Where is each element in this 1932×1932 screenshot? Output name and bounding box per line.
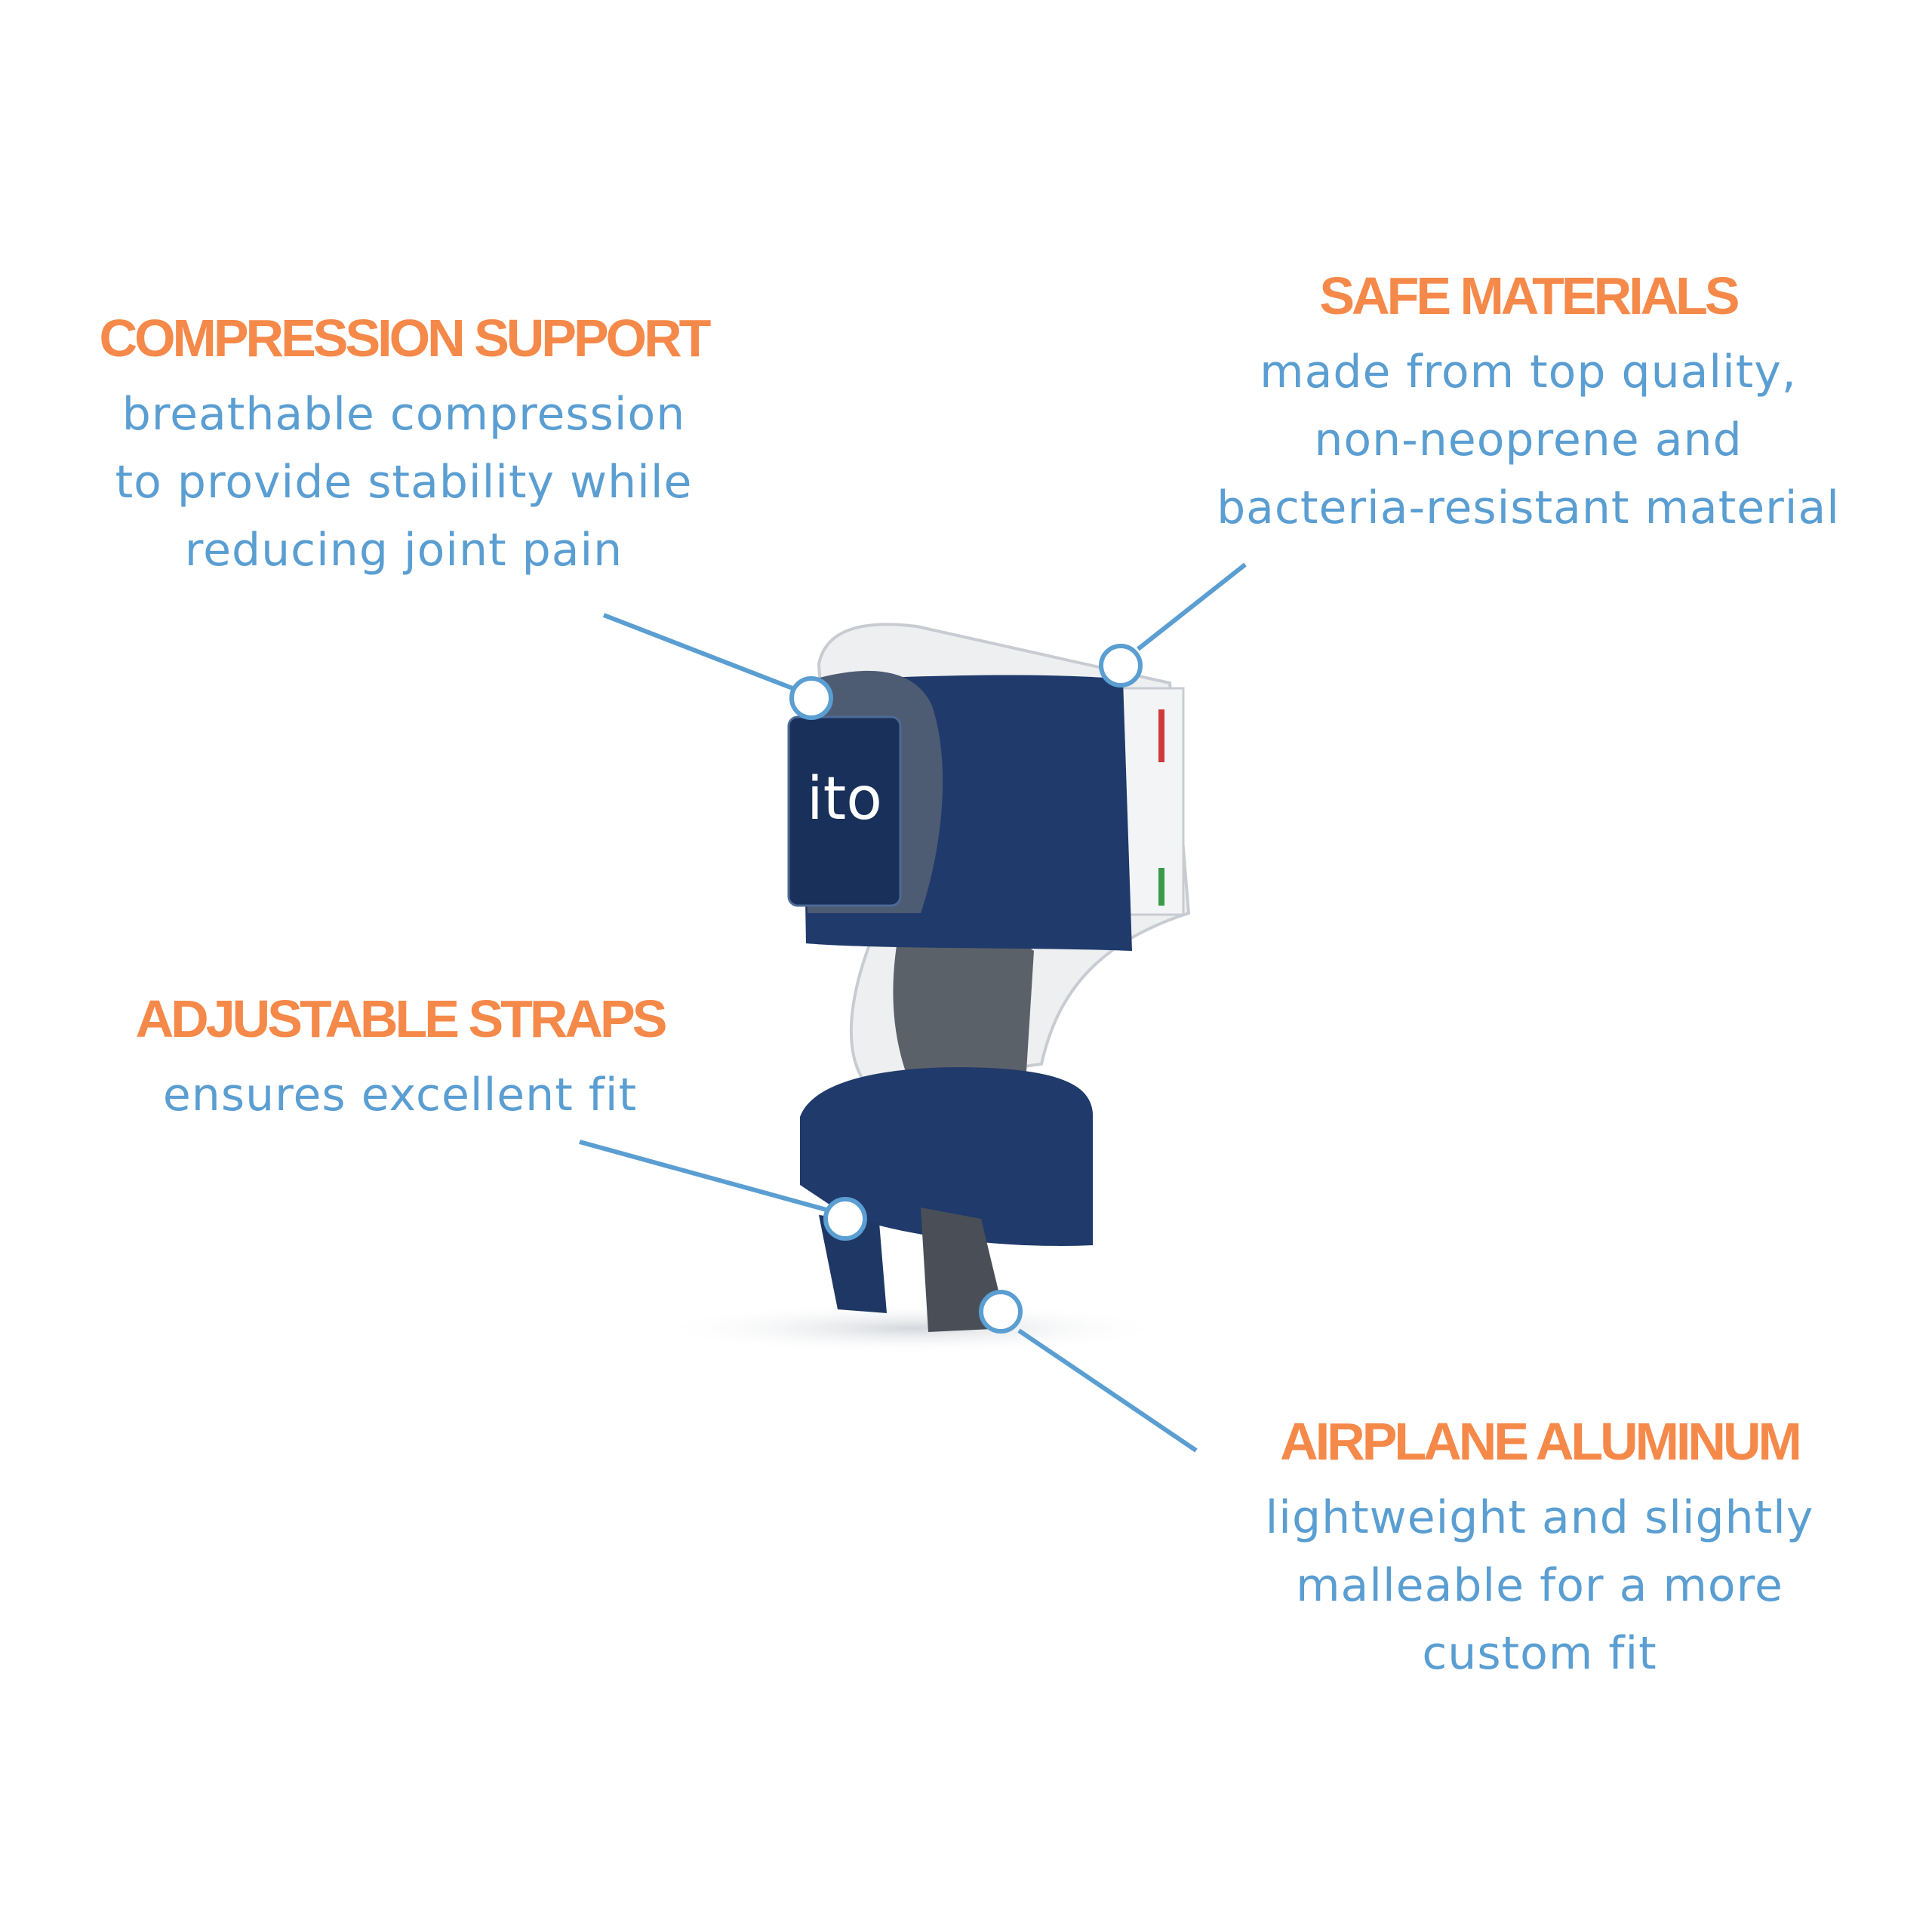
description-line: to provide stability while (115, 456, 693, 509)
lower-strap (800, 1067, 1093, 1246)
callout-title: SAFE MATERIALS (1319, 266, 1740, 325)
finger-splint-image: ito (787, 623, 1191, 1332)
pointer-line-compression (602, 613, 800, 693)
pointer-line-straps (579, 1140, 827, 1212)
description-line: breathable compression (122, 388, 686, 441)
callout-description: lightweight and slightly malleable for a… (1223, 1484, 1857, 1687)
pointer-line-aluminum (1017, 1328, 1198, 1453)
pointer-dot-compression (789, 676, 833, 720)
callout-description: breathable compression to provide stabil… (57, 380, 751, 584)
description-line: reducing joint pain (184, 524, 623, 577)
flag-stripe-bottom (1158, 868, 1164, 906)
callout-description: ensures excellent fit (106, 1061, 694, 1129)
description-line: lightweight and slightly (1265, 1491, 1814, 1544)
callout-compression-support: COMPRESSION SUPPORT breathable compressi… (57, 308, 751, 584)
callout-title: ADJUSTABLE STRAPS (135, 989, 668, 1048)
callout-description: made from top quality, non-neoprene and … (1166, 338, 1890, 542)
callout-airplane-aluminum: AIRPLANE ALUMINUM lightweight and slight… (1223, 1411, 1857, 1687)
description-line: made from top quality, (1260, 346, 1797, 398)
pointer-line-safe (1137, 562, 1247, 651)
description-line: non-neoprene and (1314, 414, 1743, 466)
pointer-dot-safe (1099, 644, 1143, 688)
callout-title: COMPRESSION SUPPORT (99, 309, 712, 368)
product-shadow (657, 1303, 1170, 1354)
callout-adjustable-straps: ADJUSTABLE STRAPS ensures excellent fit (106, 989, 694, 1129)
callout-safe-materials: SAFE MATERIALS made from top quality, no… (1166, 266, 1890, 542)
pointer-dot-straps (823, 1197, 867, 1241)
logo-text: ito (807, 765, 882, 833)
logo-patch (787, 715, 902, 907)
inner-padding (893, 931, 1034, 1072)
description-line: custom fit (1422, 1627, 1657, 1680)
flag-stripe-top (1158, 709, 1164, 762)
callout-title: AIRPLANE ALUMINUM (1280, 1412, 1802, 1471)
lower-strap-tail (819, 1215, 887, 1313)
description-line: ensures excellent fit (162, 1069, 638, 1121)
description-line: bacteria-resistant material (1217, 481, 1840, 534)
description-line: malleable for a more (1296, 1559, 1783, 1612)
pointer-dot-aluminum (979, 1290, 1023, 1334)
